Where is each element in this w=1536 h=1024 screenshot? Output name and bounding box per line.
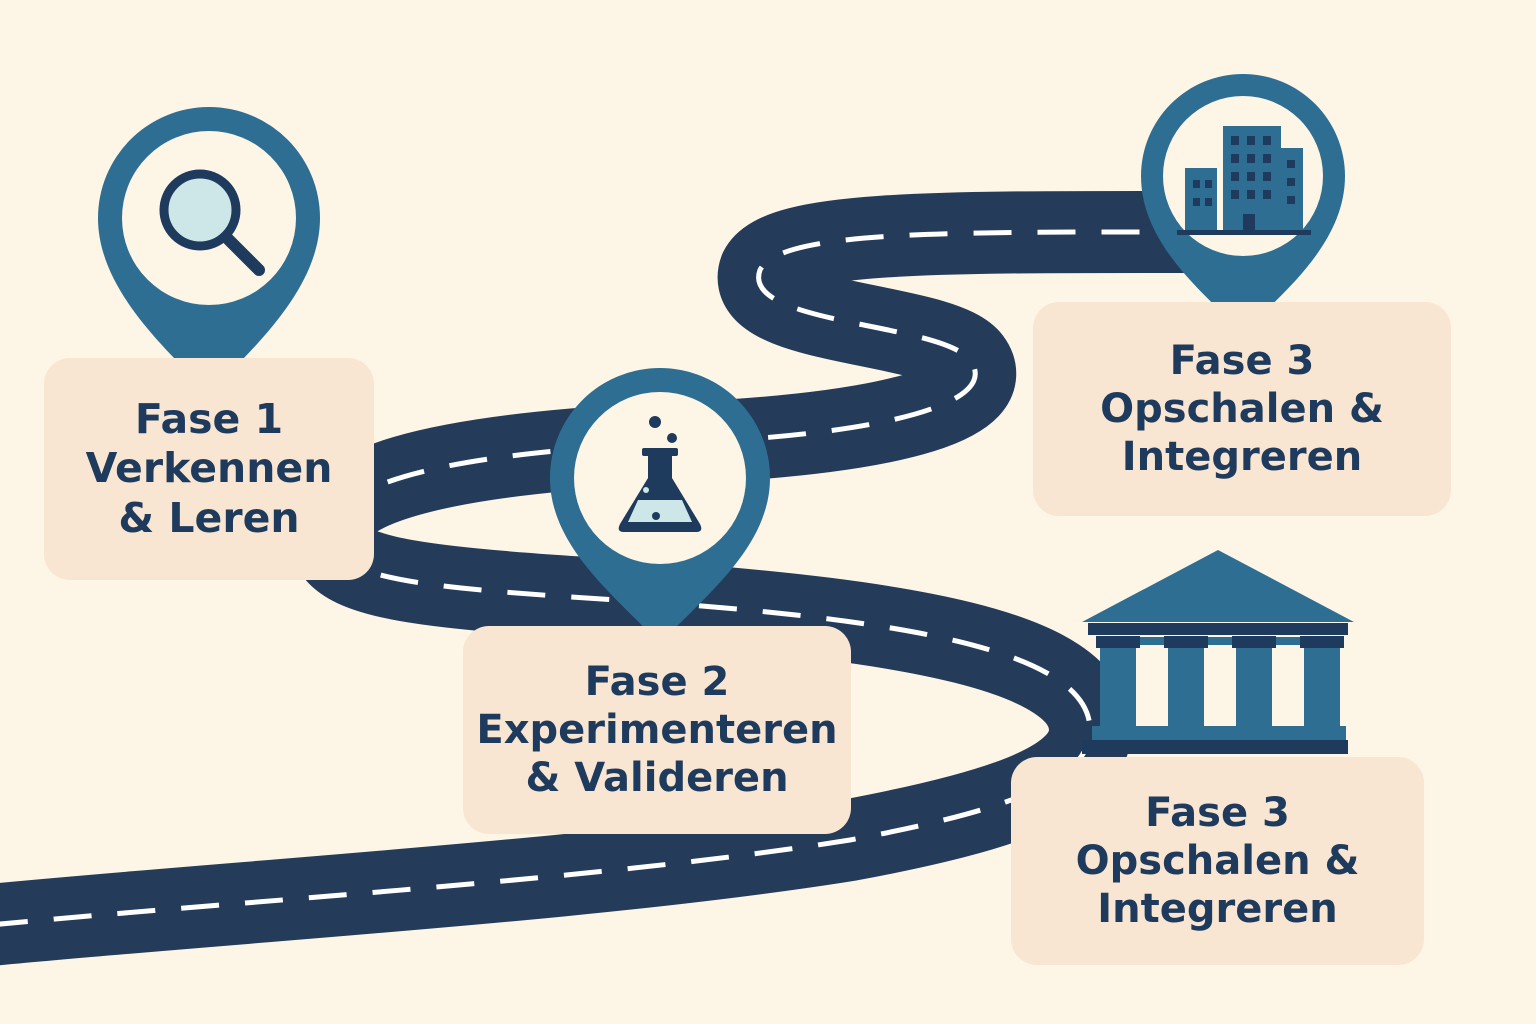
phase-card-1: Fase 1 Verkennen & Leren <box>44 358 374 580</box>
pin-fase-2 <box>550 367 770 644</box>
pin-fase-3-office <box>1141 74 1345 332</box>
phase-line: Integreren <box>1121 434 1363 480</box>
office-building-icon <box>1177 126 1311 235</box>
phase-line: & Leren <box>118 493 300 542</box>
magnifier-icon <box>159 169 265 276</box>
phase-line: Verkennen <box>85 444 333 493</box>
phase-line: Opschalen & <box>1100 386 1384 432</box>
pin-fase-1 <box>98 107 320 393</box>
government-building-icon <box>1082 550 1354 754</box>
phase-title: Fase 3 <box>1145 790 1290 836</box>
phase-line: Opschalen & <box>1075 838 1360 884</box>
phase-title: Fase 1 <box>134 395 284 444</box>
phase-line: Integreren <box>1097 886 1338 932</box>
phase-line: & Valideren <box>525 755 789 801</box>
phase-card-3-government: Fase 3 Opschalen & Integreren <box>1011 757 1424 965</box>
flask-icon <box>618 416 702 532</box>
phase-title: Fase 2 <box>584 659 730 705</box>
phase-line: Experimenteren <box>476 707 838 753</box>
phase-card-3-office: Fase 3 Opschalen & Integreren <box>1033 302 1451 516</box>
phase-card-2: Fase 2 Experimenteren & Valideren <box>463 626 851 834</box>
phase-title: Fase 3 <box>1169 338 1315 384</box>
